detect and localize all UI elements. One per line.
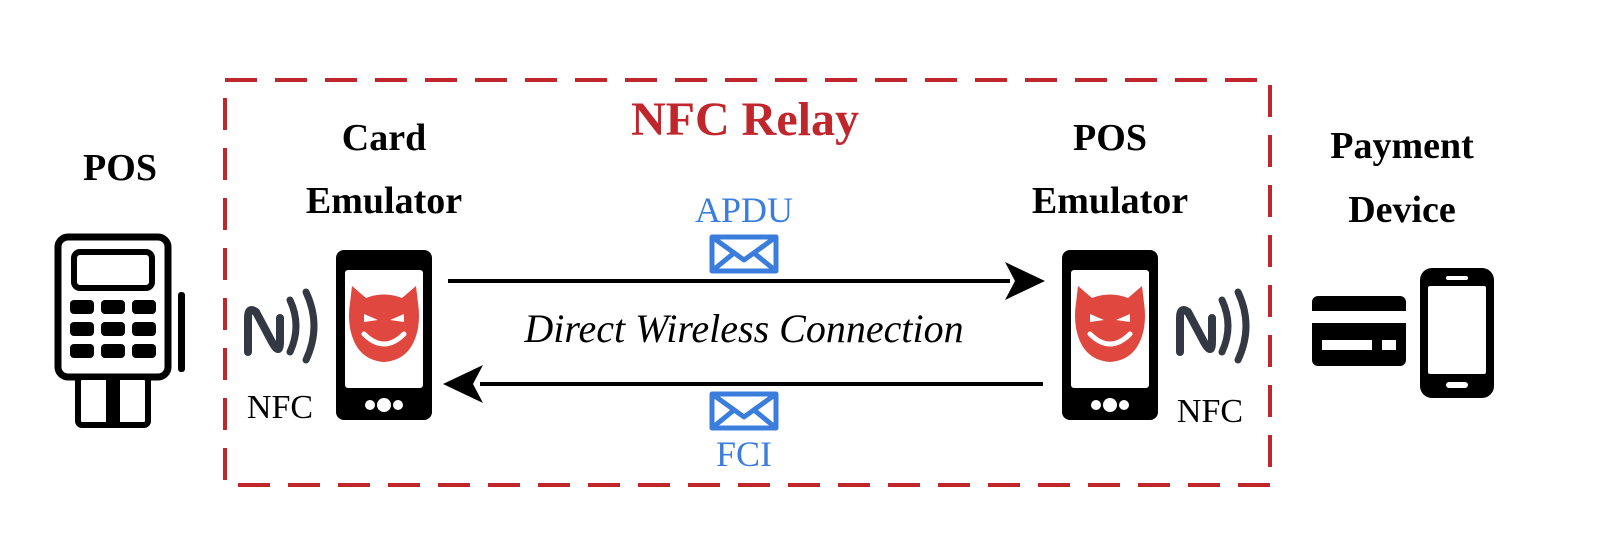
credit-card-icon <box>1312 296 1406 366</box>
envelope-icon <box>709 391 779 431</box>
devil-face-icon <box>1075 286 1145 362</box>
pos-emulator-phone <box>1062 250 1158 420</box>
forward-arrow <box>448 262 1045 300</box>
card-emulator-phone <box>336 250 432 420</box>
relay-title: NFC Relay <box>631 93 859 146</box>
return-arrow <box>443 365 1043 403</box>
payment-device-label-line1: Payment <box>1330 125 1474 167</box>
nfc-waves-icon <box>1176 288 1250 364</box>
card-emulator-label-line1: Card <box>342 117 426 159</box>
card-emulator-nfc-label: NFC <box>247 389 313 426</box>
pos-emulator-label-line2: Emulator <box>1032 180 1188 222</box>
pos-emulator-nfc-label: NFC <box>1177 393 1243 430</box>
smartphone-icon <box>1420 268 1494 398</box>
devil-face-icon <box>349 286 419 362</box>
pos-label: POS <box>83 147 157 189</box>
payment-device-label-line2: Device <box>1348 189 1456 231</box>
card-emulator-label-line2: Emulator <box>306 180 462 222</box>
forward-message-label: APDU <box>695 190 793 230</box>
return-message-label: FCI <box>716 434 772 474</box>
relay-boundary-box <box>223 78 1272 487</box>
connection-label: Direct Wireless Connection <box>523 306 963 351</box>
envelope-icon <box>709 234 779 274</box>
pos-terminal-icon <box>54 233 185 428</box>
pos-emulator-label-line1: POS <box>1073 117 1147 159</box>
nfc-waves-icon <box>244 288 318 364</box>
